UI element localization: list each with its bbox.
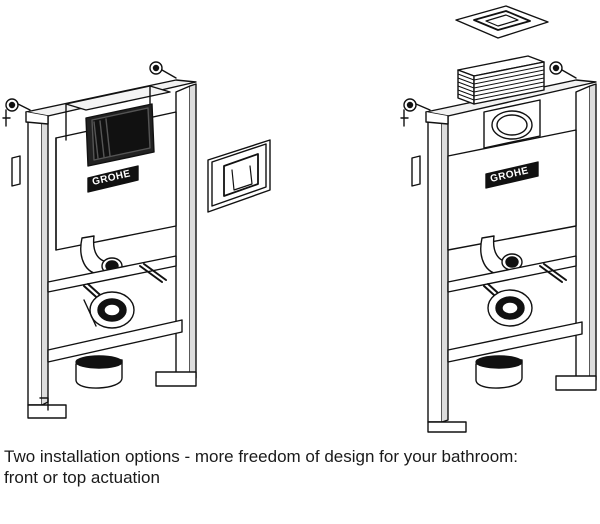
top-actuation-frame: GROHE: [400, 55, 597, 433]
top-flush-plate: [455, 5, 549, 39]
caption-line-2: front or top actuation: [4, 468, 160, 487]
front-actuation-frame: GROHE: [2, 61, 197, 419]
caption-line-1: Two installation options - more freedom …: [4, 447, 519, 466]
figure-caption: Two installation options - more freedom …: [4, 446, 598, 488]
installation-options-illustration: GROHE: [2, 5, 597, 433]
front-flush-plate: [207, 139, 271, 213]
grohe-logo-right: GROHE: [485, 161, 539, 189]
